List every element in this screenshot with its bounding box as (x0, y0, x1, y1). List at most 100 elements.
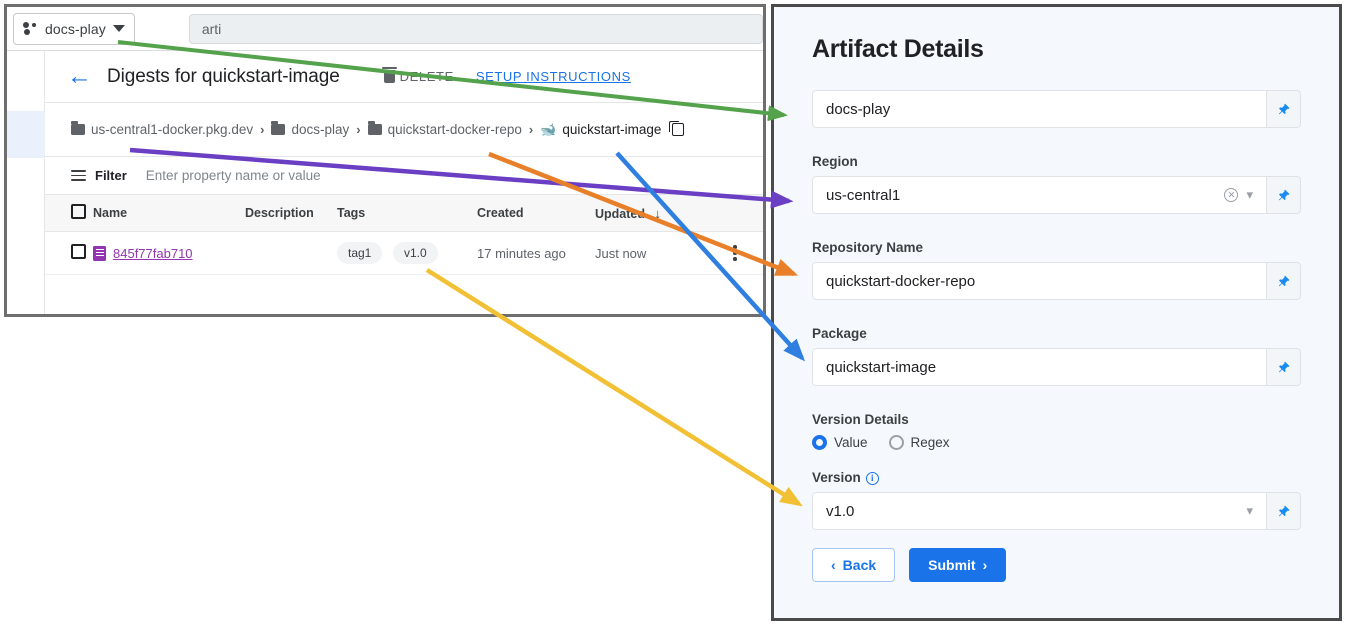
back-button[interactable]: ‹ Back (812, 548, 896, 582)
chevron-left-icon: ‹ (831, 557, 836, 573)
console-left-rail (7, 51, 45, 314)
trash-icon (381, 67, 397, 83)
col-updated-label: Updated (595, 206, 645, 221)
project-input[interactable]: docs-play (812, 90, 1267, 128)
page-header: ← Digests for quickstart-image DELETE SE… (45, 51, 763, 103)
sort-descending-icon: ↓ (654, 205, 661, 221)
col-created[interactable]: Created (477, 195, 595, 232)
select-all-header (45, 195, 93, 232)
row-select-cell (45, 231, 93, 275)
digests-table: Name Description Tags Created Updated ↓ (45, 195, 763, 275)
row-checkbox[interactable] (71, 244, 86, 259)
radio-selected-icon (812, 435, 827, 450)
cell-description (245, 231, 337, 275)
version-label-row: Version i (812, 470, 1301, 485)
folder-icon (367, 121, 382, 135)
repository-name-input[interactable]: quickstart-docker-repo (812, 262, 1267, 300)
pin-icon (1278, 505, 1290, 516)
filter-bar: Filter Enter property name or value (45, 157, 763, 195)
version-input-value: v1.0 (826, 502, 855, 520)
folder-icon (71, 121, 85, 135)
breadcrumb-item-registry[interactable]: us-central1-docker.pkg.dev (71, 121, 254, 137)
back-arrow-icon[interactable]: ← (67, 62, 92, 90)
delete-button[interactable]: DELETE (381, 67, 454, 84)
cell-tags: tag1 v1.0 (337, 231, 477, 275)
pin-package-button[interactable] (1267, 348, 1301, 386)
folder-icon (271, 121, 286, 135)
radio-label: Regex (910, 435, 950, 450)
field-version-details: Version Details Value Regex (812, 412, 1301, 450)
pin-icon (1278, 275, 1290, 286)
col-actions (707, 195, 763, 232)
breadcrumb-label: us-central1-docker.pkg.dev (91, 122, 254, 137)
version-details-label: Version Details (812, 412, 909, 427)
project-selector[interactable]: docs-play (13, 12, 135, 45)
kebab-menu-icon[interactable] (707, 245, 763, 261)
col-name[interactable]: Name (93, 195, 245, 232)
version-details-radio-group: Value Regex (812, 435, 1301, 450)
clear-icon[interactable] (1224, 188, 1239, 202)
console-topbar: docs-play arti (7, 7, 763, 51)
field-version: Version i v1.0 ▾ (812, 470, 1301, 530)
search-input[interactable]: arti (188, 13, 763, 44)
digest-name: 845f77fab710 (113, 245, 193, 261)
breadcrumb-item-repo[interactable]: quickstart-docker-repo (367, 121, 522, 137)
region-input[interactable]: us-central1 ▾ (812, 176, 1267, 214)
version-input[interactable]: v1.0 ▾ (812, 492, 1267, 530)
copy-icon[interactable] (669, 121, 685, 136)
panel-buttons: ‹ Back Submit › (812, 548, 1301, 582)
filter-input[interactable]: Enter property name or value (145, 168, 321, 183)
artifact-details-panel: Artifact Details docs-play Region (771, 4, 1342, 621)
pin-repository-button[interactable] (1267, 262, 1301, 300)
project-selector-label: docs-play (45, 20, 106, 37)
tag-badge: v1.0 (392, 242, 438, 264)
breadcrumb-item-image[interactable]: 🐋 quickstart-image (540, 122, 661, 138)
digest-icon (93, 245, 106, 261)
submit-button[interactable]: Submit › (909, 548, 1007, 582)
delete-button-label: DELETE (399, 69, 454, 84)
field-package: Package quickstart-image (812, 326, 1301, 386)
pin-region-button[interactable] (1267, 176, 1301, 214)
project-input-value: docs-play (826, 100, 891, 118)
cell-name: 845f77fab710 (93, 231, 245, 275)
region-input-value: us-central1 (826, 186, 901, 204)
sidebar-active-indicator[interactable] (7, 111, 45, 158)
field-project: docs-play (812, 90, 1301, 128)
filter-icon (71, 170, 86, 181)
chevron-down-icon[interactable]: ▾ (1246, 503, 1253, 518)
field-region: Region us-central1 ▾ (812, 154, 1301, 214)
col-tags[interactable]: Tags (337, 195, 477, 232)
chevron-down-icon (112, 25, 125, 32)
tag-badge: tag1 (337, 242, 383, 264)
breadcrumb-label: docs-play (291, 122, 350, 137)
page-title: Digests for quickstart-image (107, 65, 340, 87)
pin-icon (1278, 103, 1290, 114)
project-dots-icon (23, 22, 38, 35)
pin-project-button[interactable] (1267, 90, 1301, 128)
chevron-right-icon: › (982, 557, 988, 573)
chevron-down-icon[interactable]: ▾ (1246, 187, 1253, 202)
filter-label: Filter (95, 168, 127, 183)
version-label: Version (812, 470, 861, 485)
table-row[interactable]: 845f77fab710 tag1 v1.0 17 minutes ago Ju… (45, 231, 763, 275)
radio-option-regex[interactable]: Regex (888, 435, 950, 450)
breadcrumb: us-central1-docker.pkg.dev › docs-play ›… (45, 103, 763, 157)
pin-icon (1278, 189, 1290, 200)
pin-version-button[interactable] (1267, 492, 1301, 530)
breadcrumb-separator: › (528, 122, 534, 137)
radio-option-value[interactable]: Value (812, 435, 868, 450)
select-all-checkbox[interactable] (71, 204, 86, 219)
package-input-value: quickstart-image (826, 358, 937, 376)
breadcrumb-label: quickstart-docker-repo (387, 122, 522, 137)
breadcrumb-separator: › (356, 122, 361, 137)
package-input[interactable]: quickstart-image (812, 348, 1267, 386)
cell-created: 17 minutes ago (477, 231, 595, 275)
breadcrumb-item-project[interactable]: docs-play (271, 121, 350, 137)
col-description[interactable]: Description (245, 195, 337, 232)
setup-instructions-link[interactable]: SETUP INSTRUCTIONS (475, 69, 631, 84)
region-label: Region (812, 154, 858, 169)
cell-updated: Just now (595, 231, 707, 275)
digest-link[interactable]: 845f77fab710 (93, 245, 245, 261)
info-icon[interactable]: i (865, 471, 879, 485)
col-updated[interactable]: Updated ↓ (595, 195, 707, 232)
